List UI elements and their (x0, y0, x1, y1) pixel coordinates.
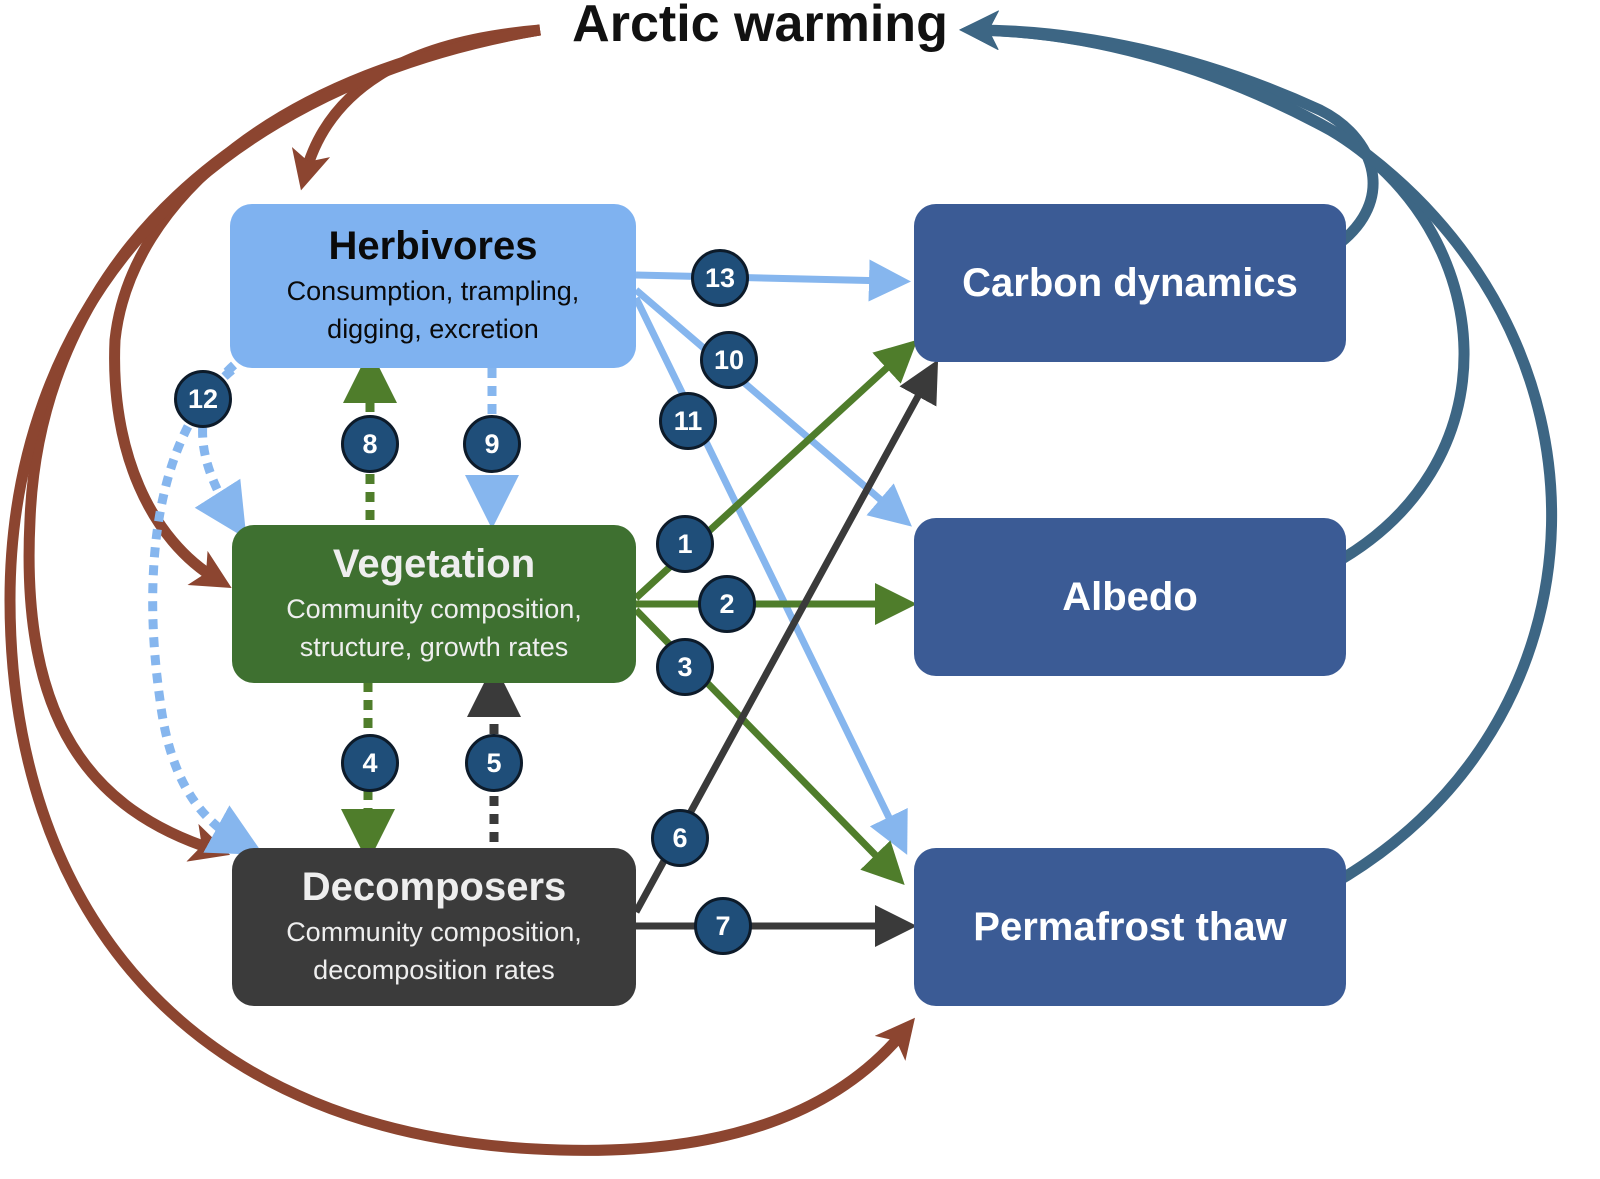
decomposers-box: Decomposers Community composition, decom… (232, 848, 636, 1006)
permafrost-to-warming-arrow (959, 10, 1558, 895)
arctic-warming-title: Arctic warming (572, 0, 948, 53)
pathway-badge-9: 9 (463, 415, 521, 473)
herbivores-box: Herbivores Consumption, trampling, diggi… (230, 204, 636, 368)
herbivores-to-carbon-arrow (635, 259, 911, 302)
pathway-badge-11: 11 (659, 392, 717, 450)
carbon-dynamics-title: Carbon dynamics (962, 261, 1298, 305)
pathway-badge-13: 13 (691, 249, 749, 307)
pathway-badge-12: 12 (174, 370, 232, 428)
pathway-badge-3: 3 (656, 638, 714, 696)
pathway-badge-10: 10 (700, 331, 758, 389)
pathway-badge-7: 7 (694, 897, 752, 955)
pathway-badge-2: 2 (698, 575, 756, 633)
vegetation-subtitle: Community composition, structure, growth… (286, 594, 582, 662)
herbivores-to-decomposers-side-arrow (148, 366, 264, 856)
permafrost-thaw-box: Permafrost thaw (914, 848, 1346, 1006)
herbivores-to-albedo-arrow (633, 287, 912, 527)
pathway-badge-5: 5 (465, 734, 523, 792)
pathway-badge-6: 6 (651, 809, 709, 867)
albedo-box: Albedo (914, 518, 1346, 676)
herbivores-title: Herbivores (328, 224, 538, 269)
vegetation-title: Vegetation (332, 542, 536, 587)
pathway-badge-8: 8 (341, 415, 399, 473)
carbon-dynamics-box: Carbon dynamics (914, 204, 1346, 362)
vegetation-box: Vegetation Community composition, struct… (232, 525, 636, 683)
decomposers-title: Decomposers (301, 865, 567, 910)
herbivores-subtitle: Consumption, trampling, digging, excreti… (286, 276, 580, 344)
albedo-title: Albedo (1062, 575, 1198, 619)
decomposers-subtitle: Community composition, decomposition rat… (286, 917, 582, 985)
pathway-badge-1: 1 (656, 515, 714, 573)
pathway-badge-4: 4 (341, 734, 399, 792)
permafrost-thaw-title: Permafrost thaw (973, 905, 1287, 949)
warming-to-permafrost-arrow (4, 24, 915, 1156)
herbivores-to-permafrost-arrow (632, 296, 908, 855)
